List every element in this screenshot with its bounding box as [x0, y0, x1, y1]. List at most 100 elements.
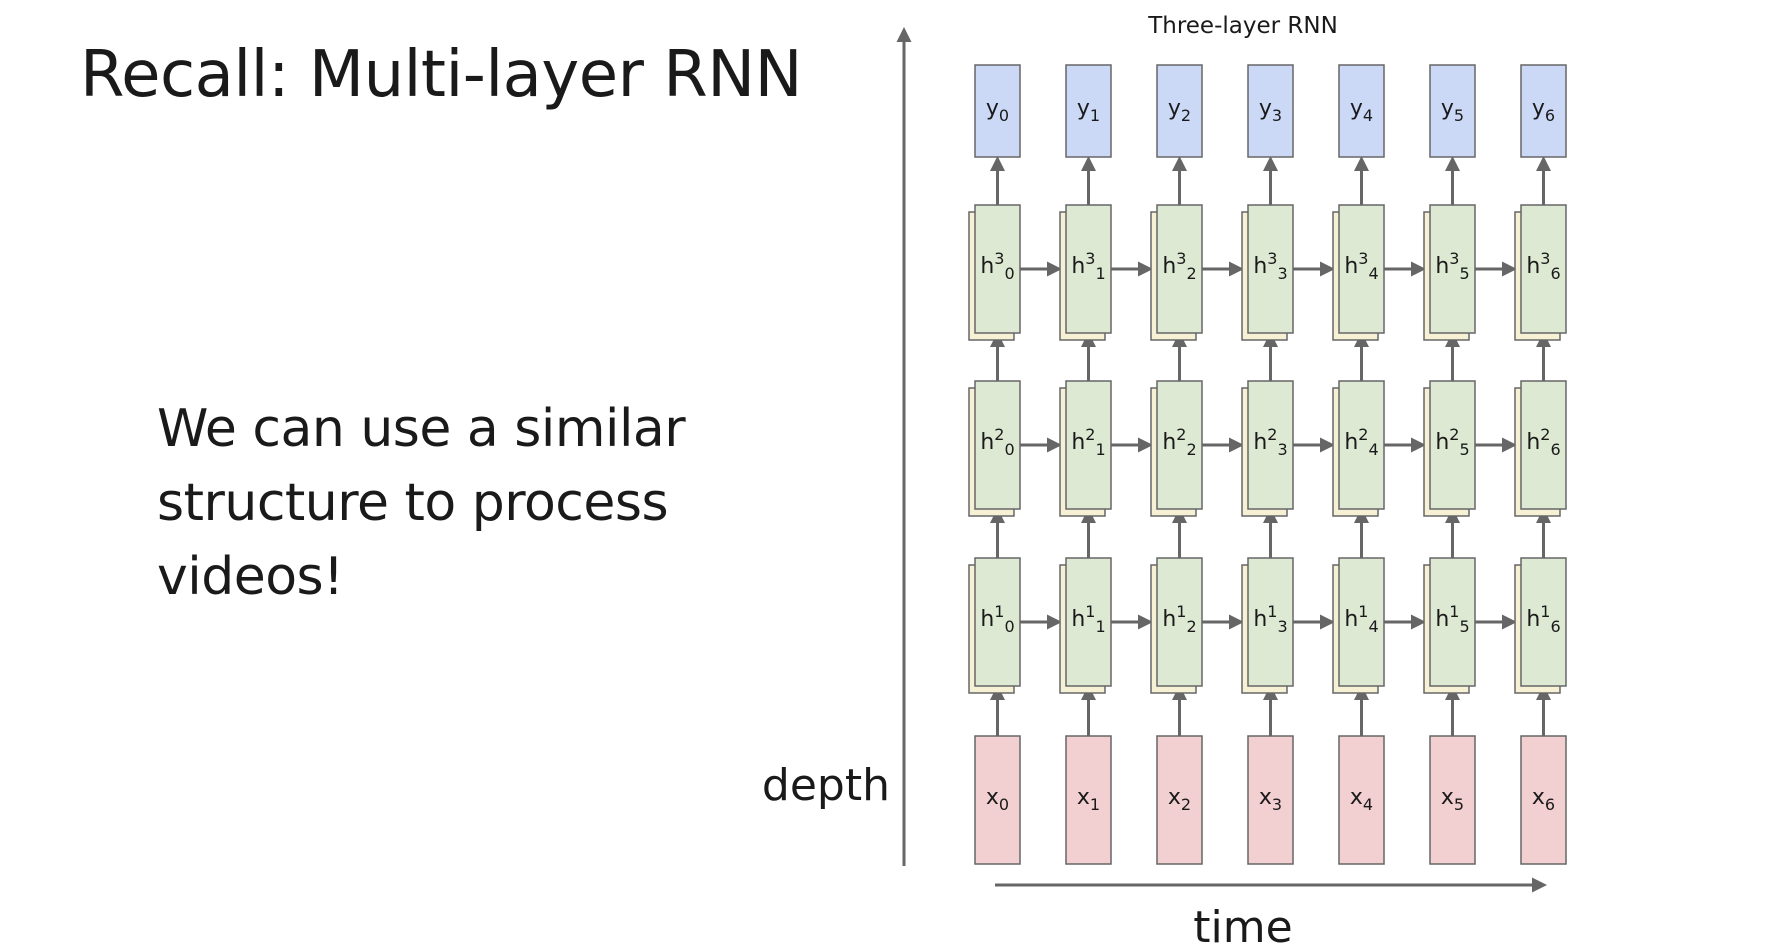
hidden-label: h34 — [1344, 249, 1378, 283]
hidden-label: h14 — [1344, 602, 1378, 636]
slide-title: Recall: Multi-layer RNN — [80, 38, 803, 112]
output-node: y6 — [1520, 64, 1567, 158]
hidden-node: h35 — [1423, 204, 1476, 341]
input-label: x3 — [1259, 785, 1282, 814]
hidden-node: h22 — [1150, 380, 1203, 517]
hidden-box — [1156, 557, 1203, 687]
hidden-label: h35 — [1435, 249, 1469, 283]
axes — [896, 27, 1547, 893]
hidden-label: h20 — [980, 425, 1014, 459]
input-box — [1065, 735, 1112, 865]
hidden-box — [1247, 204, 1294, 334]
input-node: x0 — [974, 735, 1021, 865]
output-box — [1156, 64, 1203, 158]
hidden-label: h31 — [1071, 249, 1105, 283]
output-box — [1247, 64, 1294, 158]
output-box — [1429, 64, 1476, 158]
hidden-box — [974, 380, 1021, 510]
hidden-node: h26 — [1514, 380, 1567, 517]
hidden-node: h34 — [1332, 204, 1385, 341]
hidden-label: h33 — [1253, 249, 1287, 283]
input-box — [1429, 735, 1476, 865]
hidden-node: h30 — [968, 204, 1021, 341]
hidden-label: h11 — [1071, 602, 1105, 636]
hidden-label: h10 — [980, 602, 1014, 636]
hidden-node: h11 — [1059, 557, 1112, 694]
output-node: y1 — [1065, 64, 1112, 158]
hidden-box — [1065, 380, 1112, 510]
hidden-node: h23 — [1241, 380, 1294, 517]
hidden-box — [1338, 557, 1385, 687]
hidden-label: h12 — [1162, 602, 1196, 636]
nodes: y0 y1 y2 y3 y4 y5 y6 h30 h31 h32 h33 h34 h35 h36 h20 h2… — [968, 64, 1567, 865]
input-box — [1338, 735, 1385, 865]
hidden-label: h21 — [1071, 425, 1105, 459]
hidden-node: h20 — [968, 380, 1021, 517]
input-node: x1 — [1065, 735, 1112, 865]
edges — [990, 156, 1551, 736]
hidden-label: h24 — [1344, 425, 1378, 459]
hidden-label: h23 — [1253, 425, 1287, 459]
output-box — [974, 64, 1021, 158]
hidden-node: h21 — [1059, 380, 1112, 517]
input-box — [974, 735, 1021, 865]
output-node: y5 — [1429, 64, 1476, 158]
hidden-label: h30 — [980, 249, 1014, 283]
time-axis-label: time — [1193, 902, 1292, 948]
hidden-box — [1429, 557, 1476, 687]
hidden-box — [1065, 557, 1112, 687]
hidden-box — [1247, 557, 1294, 687]
hidden-box — [974, 204, 1021, 334]
input-label: x0 — [986, 785, 1009, 814]
hidden-label: h25 — [1435, 425, 1469, 459]
input-node: x3 — [1247, 735, 1294, 865]
hidden-node: h12 — [1150, 557, 1203, 694]
hidden-label: h32 — [1162, 249, 1196, 283]
hidden-box — [1247, 380, 1294, 510]
hidden-label: h16 — [1526, 602, 1560, 636]
hidden-box — [1338, 204, 1385, 334]
body-line-2: structure to process — [157, 472, 669, 533]
input-node: x2 — [1156, 735, 1203, 865]
output-label: y6 — [1532, 96, 1555, 125]
hidden-box — [1338, 380, 1385, 510]
hidden-node: h36 — [1514, 204, 1567, 341]
diagram-title: Three-layer RNN — [1147, 13, 1338, 39]
depth-axis-label: depth — [762, 760, 890, 811]
hidden-box — [1156, 204, 1203, 334]
hidden-box — [1429, 204, 1476, 334]
hidden-node: h16 — [1514, 557, 1567, 694]
hidden-node: h10 — [968, 557, 1021, 694]
input-label: x2 — [1168, 785, 1191, 814]
hidden-box — [974, 557, 1021, 687]
output-label: y4 — [1350, 96, 1373, 125]
input-label: x6 — [1532, 785, 1555, 814]
hidden-node: h14 — [1332, 557, 1385, 694]
hidden-label: h36 — [1526, 249, 1560, 283]
output-label: y2 — [1168, 96, 1191, 125]
output-node: y3 — [1247, 64, 1294, 158]
input-label: x4 — [1350, 785, 1373, 814]
output-node: y2 — [1156, 64, 1203, 158]
hidden-box — [1429, 380, 1476, 510]
output-node: y0 — [974, 64, 1021, 158]
hidden-box — [1520, 380, 1567, 510]
hidden-label: h15 — [1435, 602, 1469, 636]
hidden-node: h13 — [1241, 557, 1294, 694]
output-node: y4 — [1338, 64, 1385, 158]
input-box — [1520, 735, 1567, 865]
input-box — [1156, 735, 1203, 865]
input-label: x5 — [1441, 785, 1464, 814]
hidden-box — [1520, 204, 1567, 334]
output-label: y5 — [1441, 96, 1464, 125]
output-box — [1338, 64, 1385, 158]
output-box — [1065, 64, 1112, 158]
hidden-node: h15 — [1423, 557, 1476, 694]
output-label: y3 — [1259, 96, 1282, 125]
hidden-box — [1520, 557, 1567, 687]
slide-body-text: We can use a similar structure to proces… — [157, 393, 717, 614]
output-label: y0 — [986, 96, 1009, 125]
input-node: x4 — [1338, 735, 1385, 865]
input-node: x6 — [1520, 735, 1567, 865]
